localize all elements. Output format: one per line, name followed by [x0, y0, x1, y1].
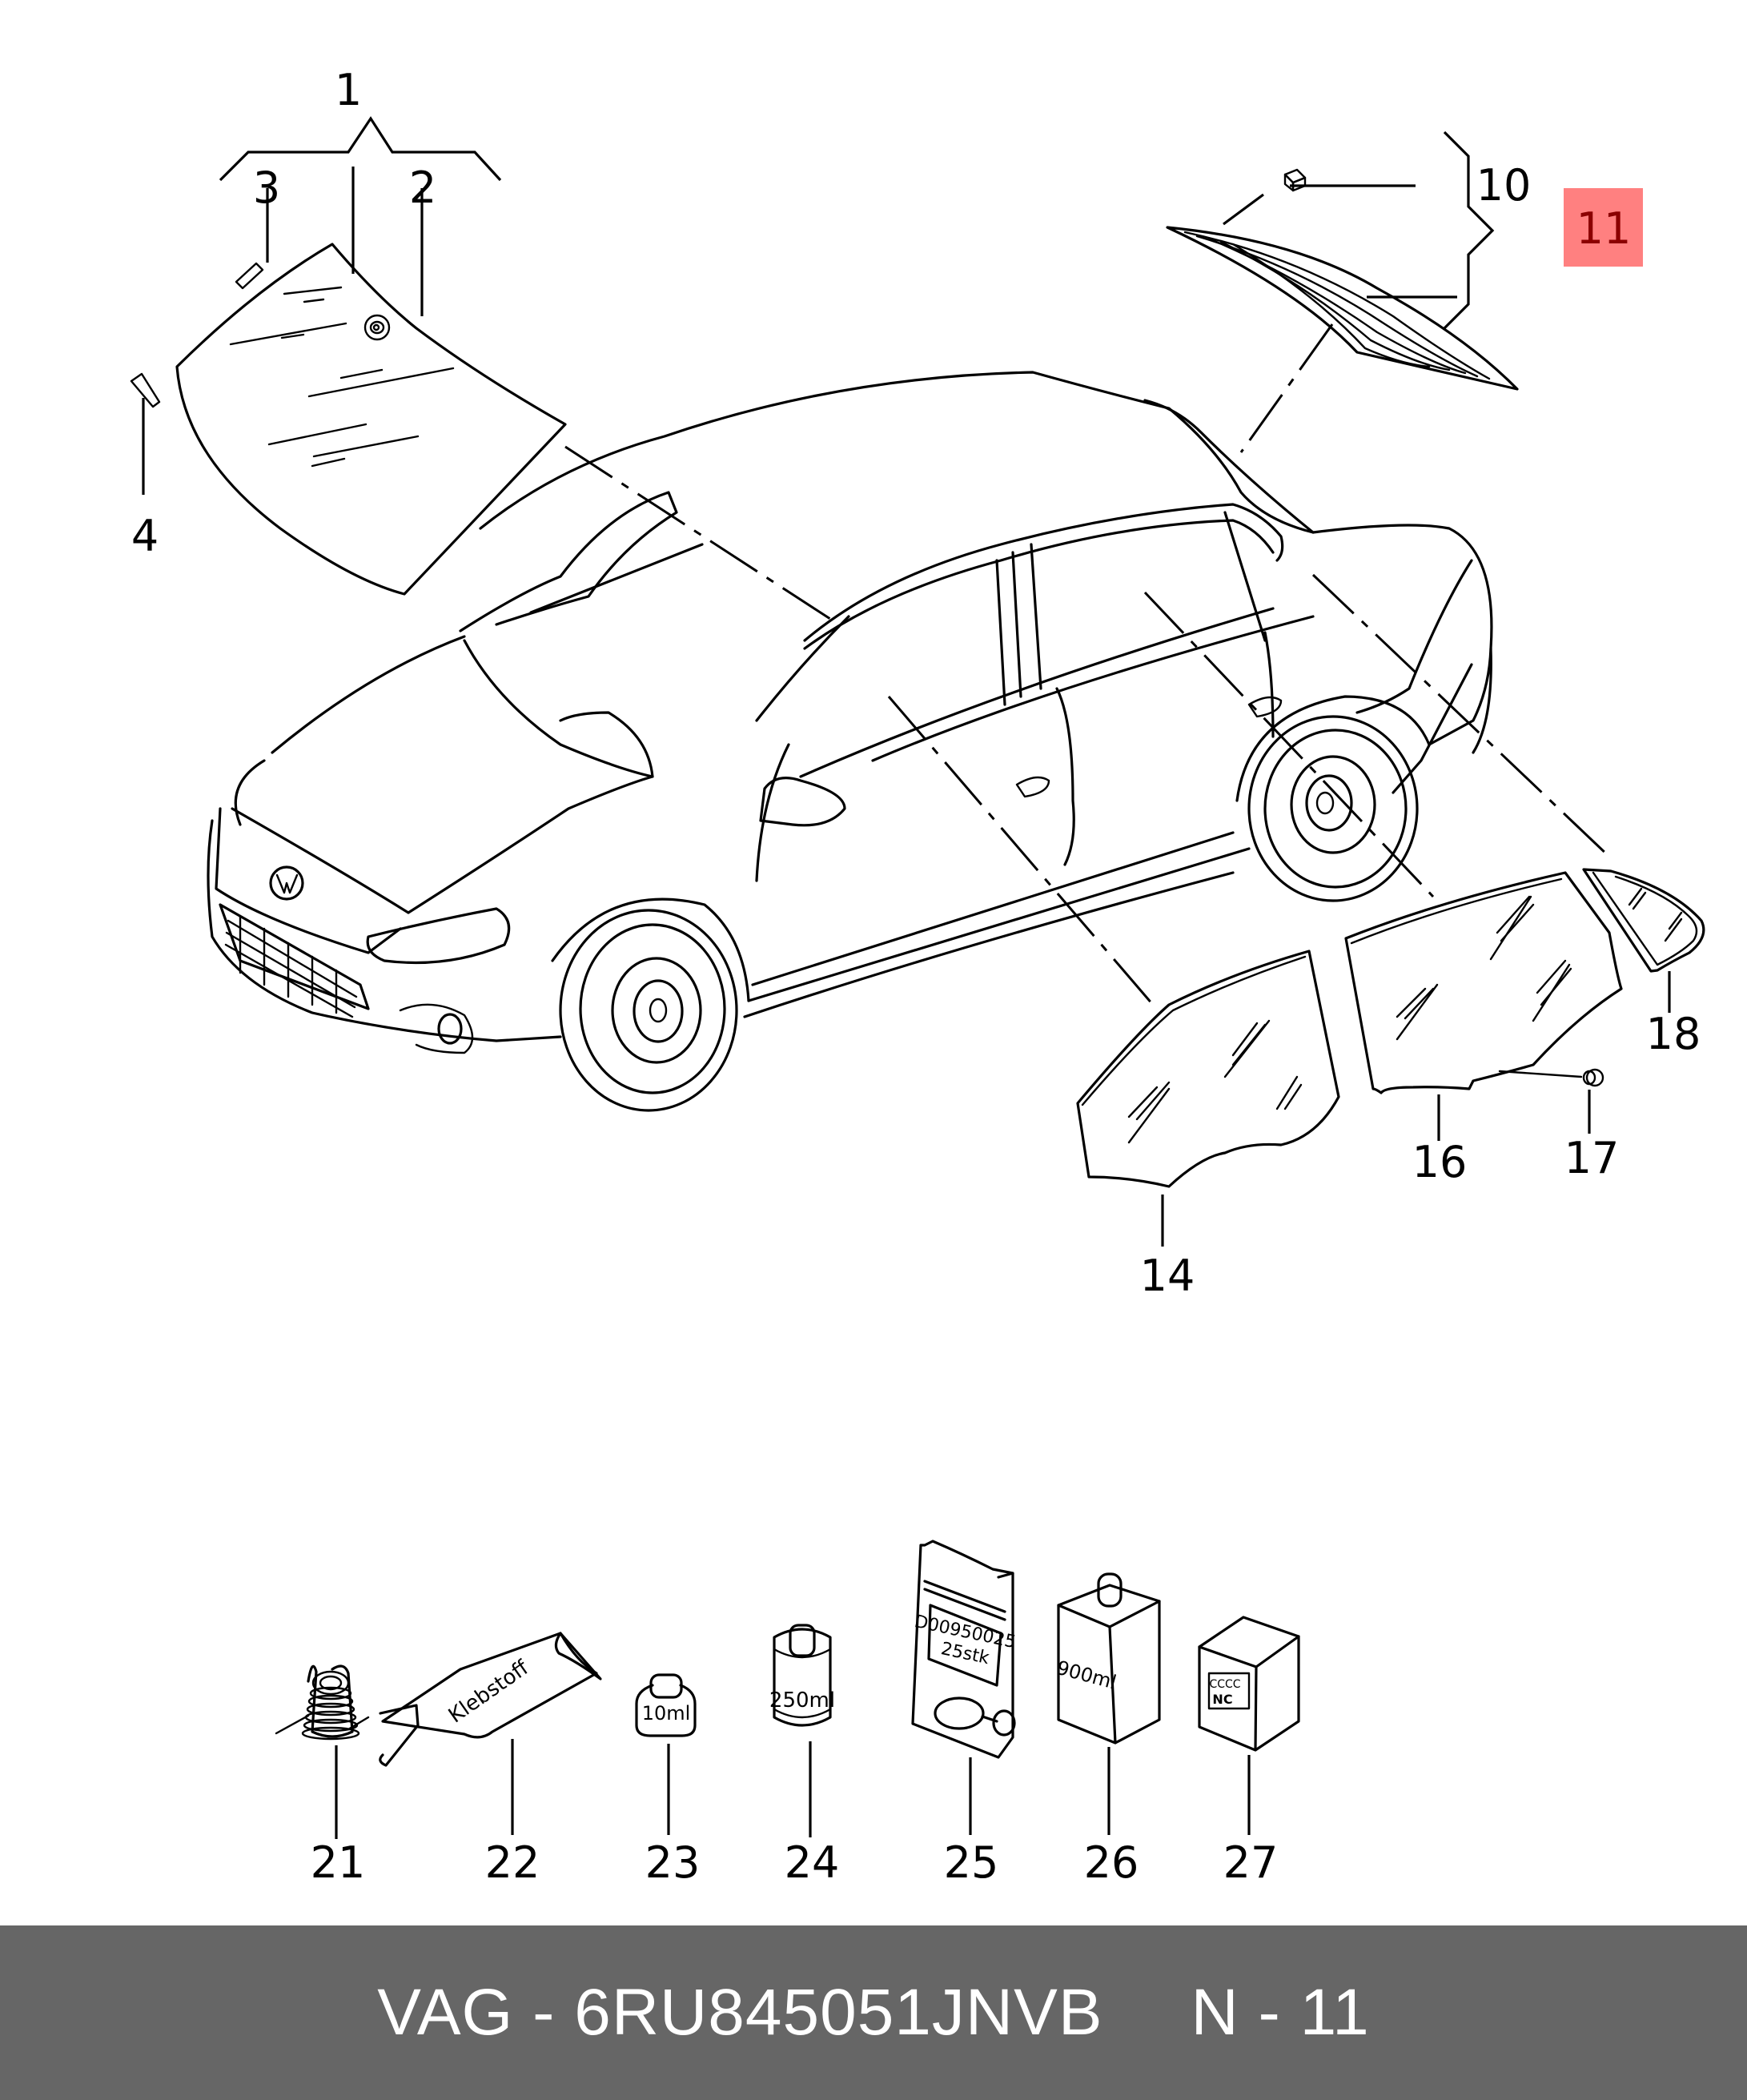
- parts-diagram: 1 2 3 4 10 11: [130, 65, 1705, 1888]
- callout-4[interactable]: 4: [131, 511, 159, 561]
- vw-logo-icon: [269, 865, 304, 901]
- can-24: 250ml 24: [769, 1624, 840, 1888]
- page-prefix: N: [1191, 1976, 1239, 2049]
- callout-24[interactable]: 24: [785, 1837, 840, 1888]
- windshield-glass: [175, 243, 567, 596]
- rear-window-group: 10 11: [1166, 130, 1632, 391]
- callout-23[interactable]: 23: [645, 1837, 701, 1888]
- primer-bag-25: D00950025 25stk 25: [911, 1540, 1018, 1888]
- front-door-glass-14: 14: [1076, 950, 1340, 1301]
- wedge-icon: [130, 372, 161, 408]
- callout-16[interactable]: 16: [1412, 1137, 1468, 1187]
- part-info-footer: VAG - 6RU845051JNVB N - 11: [0, 1925, 1747, 2100]
- callout-1-bracket: [219, 116, 502, 182]
- callout-22[interactable]: 22: [485, 1837, 540, 1888]
- brand: VAG: [377, 1976, 514, 2049]
- windshield-reflections: [229, 286, 455, 468]
- defroster-lines: [1183, 231, 1491, 380]
- page-separator: -: [1258, 1976, 1281, 2049]
- part-number: 6RU845051JNVB: [574, 1976, 1103, 2049]
- callout-2[interactable]: 2: [409, 163, 436, 213]
- box-label-line1: CCCC: [1209, 1678, 1240, 1691]
- callout-14[interactable]: 14: [1140, 1251, 1195, 1301]
- large-bottle-26: 900ml 26: [1054, 1572, 1161, 1888]
- callout-11-bracket: [1443, 130, 1495, 330]
- rain-sensor-icon: [363, 314, 391, 341]
- callout-10[interactable]: 10: [1476, 160, 1532, 211]
- callout-11[interactable]: 11: [1576, 203, 1632, 254]
- front-wheel: [551, 897, 750, 1112]
- parts-box-27: CCCC NC 27: [1198, 1616, 1300, 1888]
- callout-1[interactable]: 1: [335, 65, 362, 115]
- page-number: 11: [1299, 1976, 1370, 2049]
- can-label: 250ml: [769, 1688, 835, 1713]
- callout-17[interactable]: 17: [1564, 1133, 1620, 1183]
- grille-mesh: [224, 915, 358, 1018]
- rear-window-clip-icon: [1283, 168, 1307, 192]
- callout-27[interactable]: 27: [1223, 1837, 1279, 1888]
- callout-11-highlight: [1564, 188, 1643, 267]
- windshield-group: 1 2 3 4: [130, 65, 567, 596]
- bolt-17-icon: [1582, 1068, 1604, 1087]
- callout-3[interactable]: 3: [253, 163, 280, 213]
- assembly-leaders: [564, 323, 1611, 1006]
- box-label-line2: NC: [1212, 1692, 1232, 1707]
- callout-26[interactable]: 26: [1084, 1837, 1139, 1888]
- small-bottle-label: 10ml: [642, 1702, 691, 1725]
- callout-25[interactable]: 25: [944, 1837, 999, 1888]
- adhesive-tube-22: Klebstoff 22: [379, 1632, 602, 1888]
- small-bottle-23: 10ml 23: [635, 1673, 701, 1888]
- quarter-glass-18: 18: [1582, 868, 1705, 1059]
- clip-leader: [1223, 193, 1264, 226]
- callout-21[interactable]: 21: [311, 1837, 366, 1888]
- car-body: [207, 371, 1493, 1112]
- spacer-21: 21: [275, 1664, 370, 1888]
- callout-18[interactable]: 18: [1646, 1009, 1701, 1059]
- rear-wheel: [1235, 695, 1431, 902]
- rear-window-glass: [1166, 226, 1519, 391]
- rear-door-glass-16: 16 17: [1344, 871, 1623, 1187]
- brand-separator: -: [532, 1976, 556, 2049]
- large-bottle-label: 900ml: [1054, 1656, 1119, 1694]
- clip-icon: [235, 262, 264, 290]
